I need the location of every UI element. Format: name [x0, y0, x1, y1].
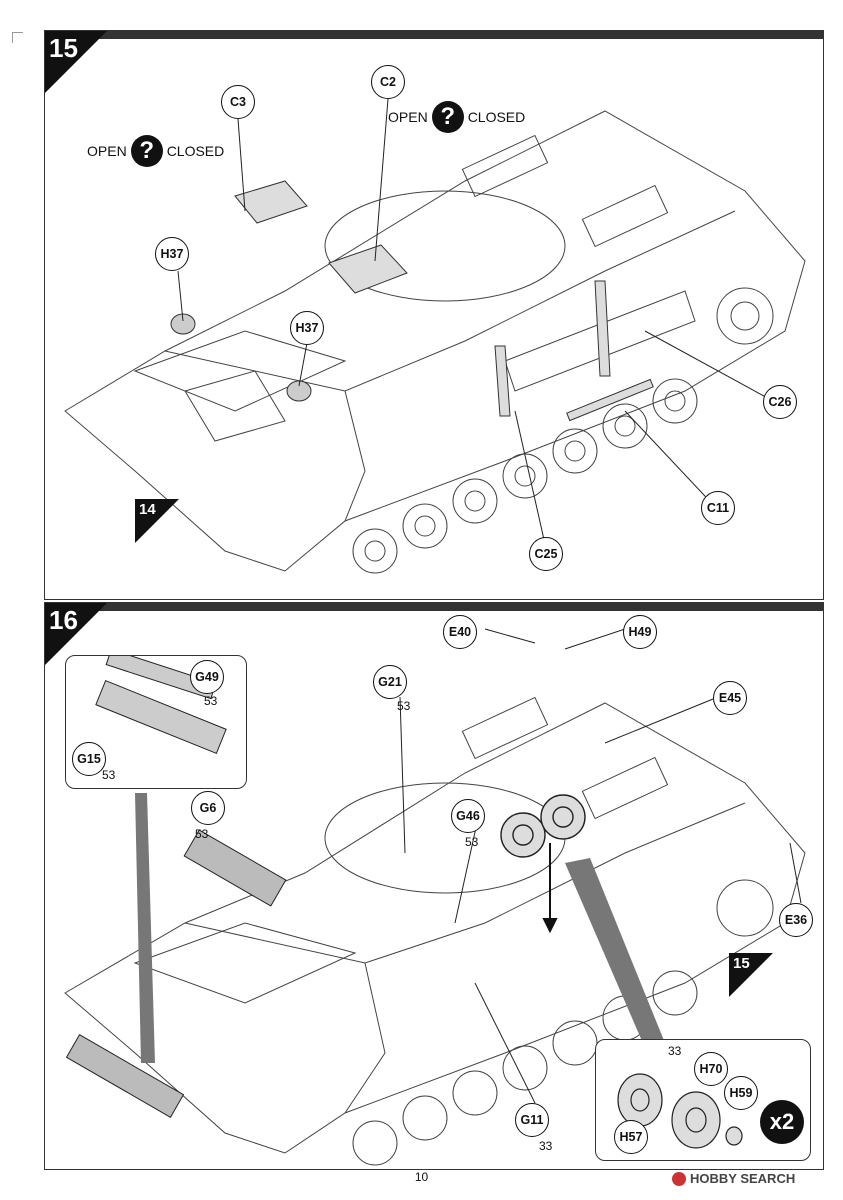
quantity-inset: 33	[668, 1044, 682, 1058]
part-callout-e40: E40	[443, 615, 477, 649]
quantity-g49: 53	[204, 694, 218, 708]
quantity-g11: 33	[539, 1139, 553, 1153]
road-wheel-inset: 33 H70 H59 H57 x2	[595, 1039, 811, 1161]
open-label: OPEN	[87, 143, 127, 159]
vehicle-hull-drawing	[64, 98, 806, 574]
part-callout-c11: C11	[701, 491, 735, 525]
part-callout-g21: G21	[373, 665, 407, 699]
hatch-toggle-c3: OPEN ? CLOSED	[87, 135, 224, 167]
part-callout-g6: G6	[191, 791, 225, 825]
quantity-g46: 53	[465, 835, 479, 849]
part-callout-e36: E36	[779, 903, 813, 937]
watermark-text: HOBBY SEARCH	[690, 1171, 796, 1186]
quantity-g21: 53	[397, 699, 411, 713]
crop-mark	[12, 32, 23, 43]
part-callout-h59: H59	[724, 1076, 758, 1110]
reference-step-number: 14	[139, 501, 156, 518]
part-callout-c2: C2	[371, 65, 405, 99]
reference-step-number: 15	[733, 955, 750, 972]
hatch-toggle-c2: OPEN ? CLOSED	[388, 101, 525, 133]
step-number-badge: 16	[45, 603, 107, 665]
road-wheel-drawing	[617, 1073, 743, 1149]
part-callout-h49: H49	[623, 615, 657, 649]
part-callout-g46: G46	[451, 799, 485, 833]
step-header-bar	[45, 603, 823, 611]
question-icon: ?	[431, 101, 464, 133]
multiplier-badge: x2	[760, 1100, 804, 1144]
watermark: HOBBY SEARCH	[672, 1171, 795, 1186]
quantity-g15: 53	[102, 768, 116, 782]
step-header-bar	[45, 31, 823, 39]
closed-label: CLOSED	[166, 143, 225, 159]
track-link-drawing	[95, 656, 227, 755]
part-callout-g15: G15	[72, 742, 106, 776]
step-number: 16	[49, 605, 78, 635]
part-callout-h37: H37	[290, 311, 324, 345]
closed-label: CLOSED	[467, 109, 526, 125]
part-callout-g11: G11	[515, 1103, 549, 1137]
part-callout-h37: H37	[155, 237, 189, 271]
step-16-panel: 16	[44, 602, 824, 1170]
reference-step-badge: 14	[135, 499, 179, 548]
part-callout-c25: C25	[529, 537, 563, 571]
track-link-inset: G49 53 G15 53	[65, 655, 247, 789]
reference-step-badge: 15	[729, 953, 773, 1002]
part-callout-h70: H70	[694, 1052, 728, 1086]
vehicle-hull-drawing	[64, 628, 806, 1166]
step-15-panel: 15	[44, 30, 824, 600]
step-number: 15	[49, 33, 78, 63]
part-callout-c3: C3	[221, 85, 255, 119]
page-number: 10	[414, 1170, 429, 1184]
step-number-badge: 15	[45, 31, 107, 93]
open-label: OPEN	[388, 109, 428, 125]
quantity-g6: 53	[195, 827, 209, 841]
watermark-logo-icon	[672, 1171, 686, 1186]
part-callout-c26: C26	[763, 385, 797, 419]
part-callout-g49: G49	[190, 660, 224, 694]
question-icon: ?	[130, 135, 163, 167]
part-callout-e45: E45	[713, 681, 747, 715]
part-callout-h57: H57	[614, 1120, 648, 1154]
